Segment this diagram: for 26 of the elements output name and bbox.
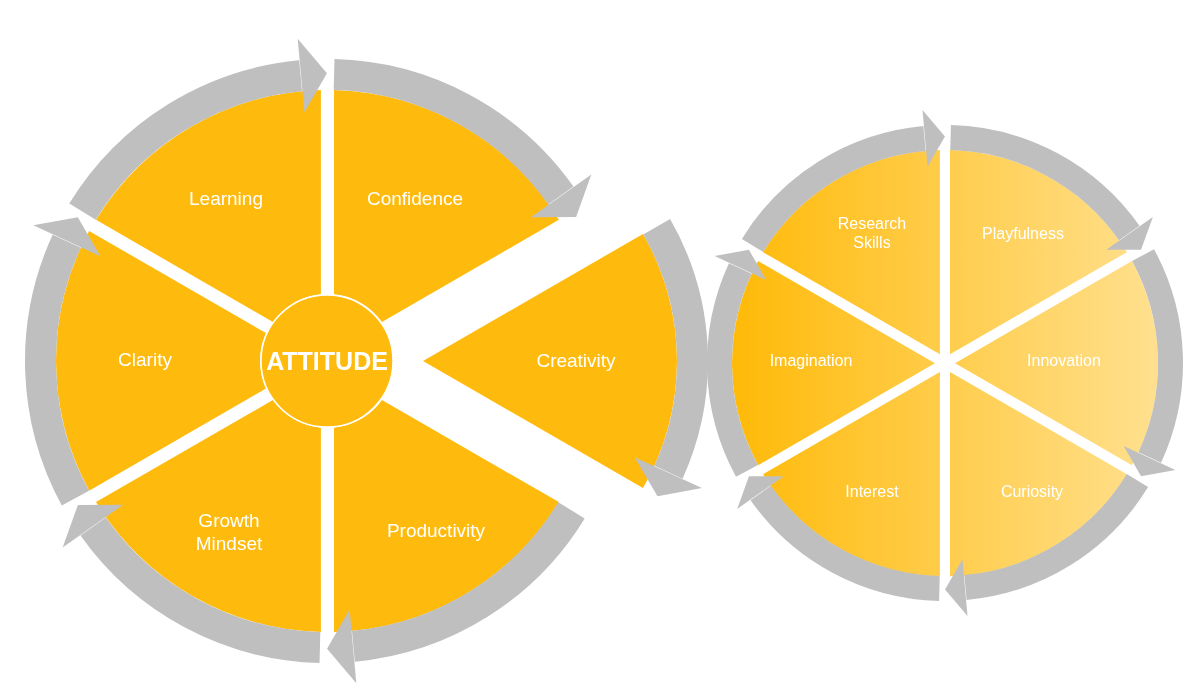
- segment-label: Interest: [845, 482, 899, 502]
- segment-label: Confidence: [366, 187, 464, 211]
- wheel-segment: [423, 234, 677, 488]
- wheel-segment: [950, 150, 1127, 355]
- wheel-segment: [95, 90, 321, 322]
- segment-label: Playfulness: [982, 224, 1064, 244]
- segment-label: Productivity: [386, 519, 486, 543]
- center-circle: [260, 294, 394, 428]
- segment-label: Research Skills: [837, 213, 907, 253]
- segment-label: Curiosity: [1000, 482, 1064, 502]
- center-label: ATTITUDE: [266, 346, 388, 376]
- segment-label: Learning: [189, 187, 263, 211]
- segment-label: Imagination: [769, 351, 853, 371]
- segment-label: Clarity: [118, 348, 172, 372]
- wheel-segment: [333, 90, 559, 322]
- wheel-segment: [56, 231, 266, 491]
- wheel-segment: [950, 371, 1127, 576]
- wheel-segment: [333, 399, 559, 632]
- wheel-segment: [955, 260, 1158, 466]
- wheel-segment: [732, 260, 935, 466]
- segment-label: Growth Mindset: [195, 510, 263, 556]
- segment-label: Creativity: [536, 349, 616, 373]
- wheel-segment: [763, 150, 940, 355]
- wheel-segment: [763, 371, 940, 576]
- segment-label: Innovation: [1027, 351, 1101, 371]
- wheel-segment: [95, 399, 321, 632]
